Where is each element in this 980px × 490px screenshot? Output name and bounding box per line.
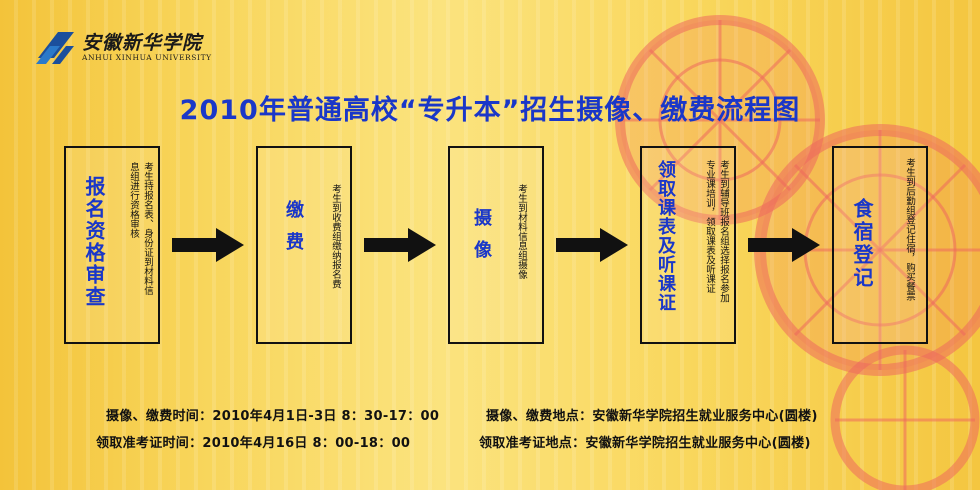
step-box-payment: 缴费 考生到收费组缴纳报名费	[256, 146, 352, 344]
ticket-time: 领取准考证时间：2010年4月16日 8：00-18：00	[96, 436, 411, 451]
university-name-en: ANHUI XINHUA UNIVERSITY	[82, 53, 212, 62]
university-logo-icon	[36, 32, 74, 64]
step-name: 食宿登记	[850, 198, 874, 290]
step-description: 考生到收费组缴纳报名费	[330, 184, 341, 289]
photo-fee-time: 摄像、缴费时间：2010年4月1日-3日 8：30-17：00	[106, 409, 440, 424]
photo-fee-place: 摄像、缴费地点：安徽新华学院招生就业服务中心(圆楼)	[486, 409, 818, 424]
university-logo: 安徽新华学院 ANHUI XINHUA UNIVERSITY	[36, 28, 226, 68]
step-name: 摄像	[471, 208, 492, 272]
step-box-photo: 摄像 考生到材料信息组摄像	[448, 146, 544, 344]
page-title: 2010年普通高校“专升本”招生摄像、缴费流程图	[179, 95, 801, 126]
step-description: 专业课培训，领取课表及听课证	[704, 160, 715, 293]
step-name: 领取课表及听课证	[655, 160, 676, 312]
right-arrow-icon	[364, 228, 436, 262]
right-arrow-icon	[172, 228, 244, 262]
step-name: 报名资格审查	[82, 176, 106, 308]
step-box-qualification-review: 报名资格审查 考生持报名表、身份证到材料信 息组进行资格审核	[64, 146, 160, 344]
step-name: 缴费	[283, 200, 304, 264]
step-description: 息组进行资格审核	[128, 162, 139, 238]
right-arrow-icon	[748, 228, 820, 262]
step-box-accommodation: 食宿登记 考生到后勤组登记住宿，购买餐票	[832, 146, 928, 344]
step-description: 考生到后勤组登记住宿，购买餐票	[904, 158, 915, 301]
university-name-cn: 安徽新华学院	[82, 32, 203, 54]
right-arrow-icon	[556, 228, 628, 262]
step-description: 考生持报名表、身份证到材料信	[142, 162, 153, 295]
ticket-place: 领取准考证地点：安徽新华学院招生就业服务中心(圆楼)	[479, 436, 811, 451]
step-description: 考生到材料信息组摄像	[516, 184, 527, 279]
step-description: 考生到辅导班报名组选择报名参加	[718, 160, 729, 303]
step-box-schedule-pickup: 领取课表及听课证 考生到辅导班报名组选择报名参加 专业课培训，领取课表及听课证	[640, 146, 736, 344]
